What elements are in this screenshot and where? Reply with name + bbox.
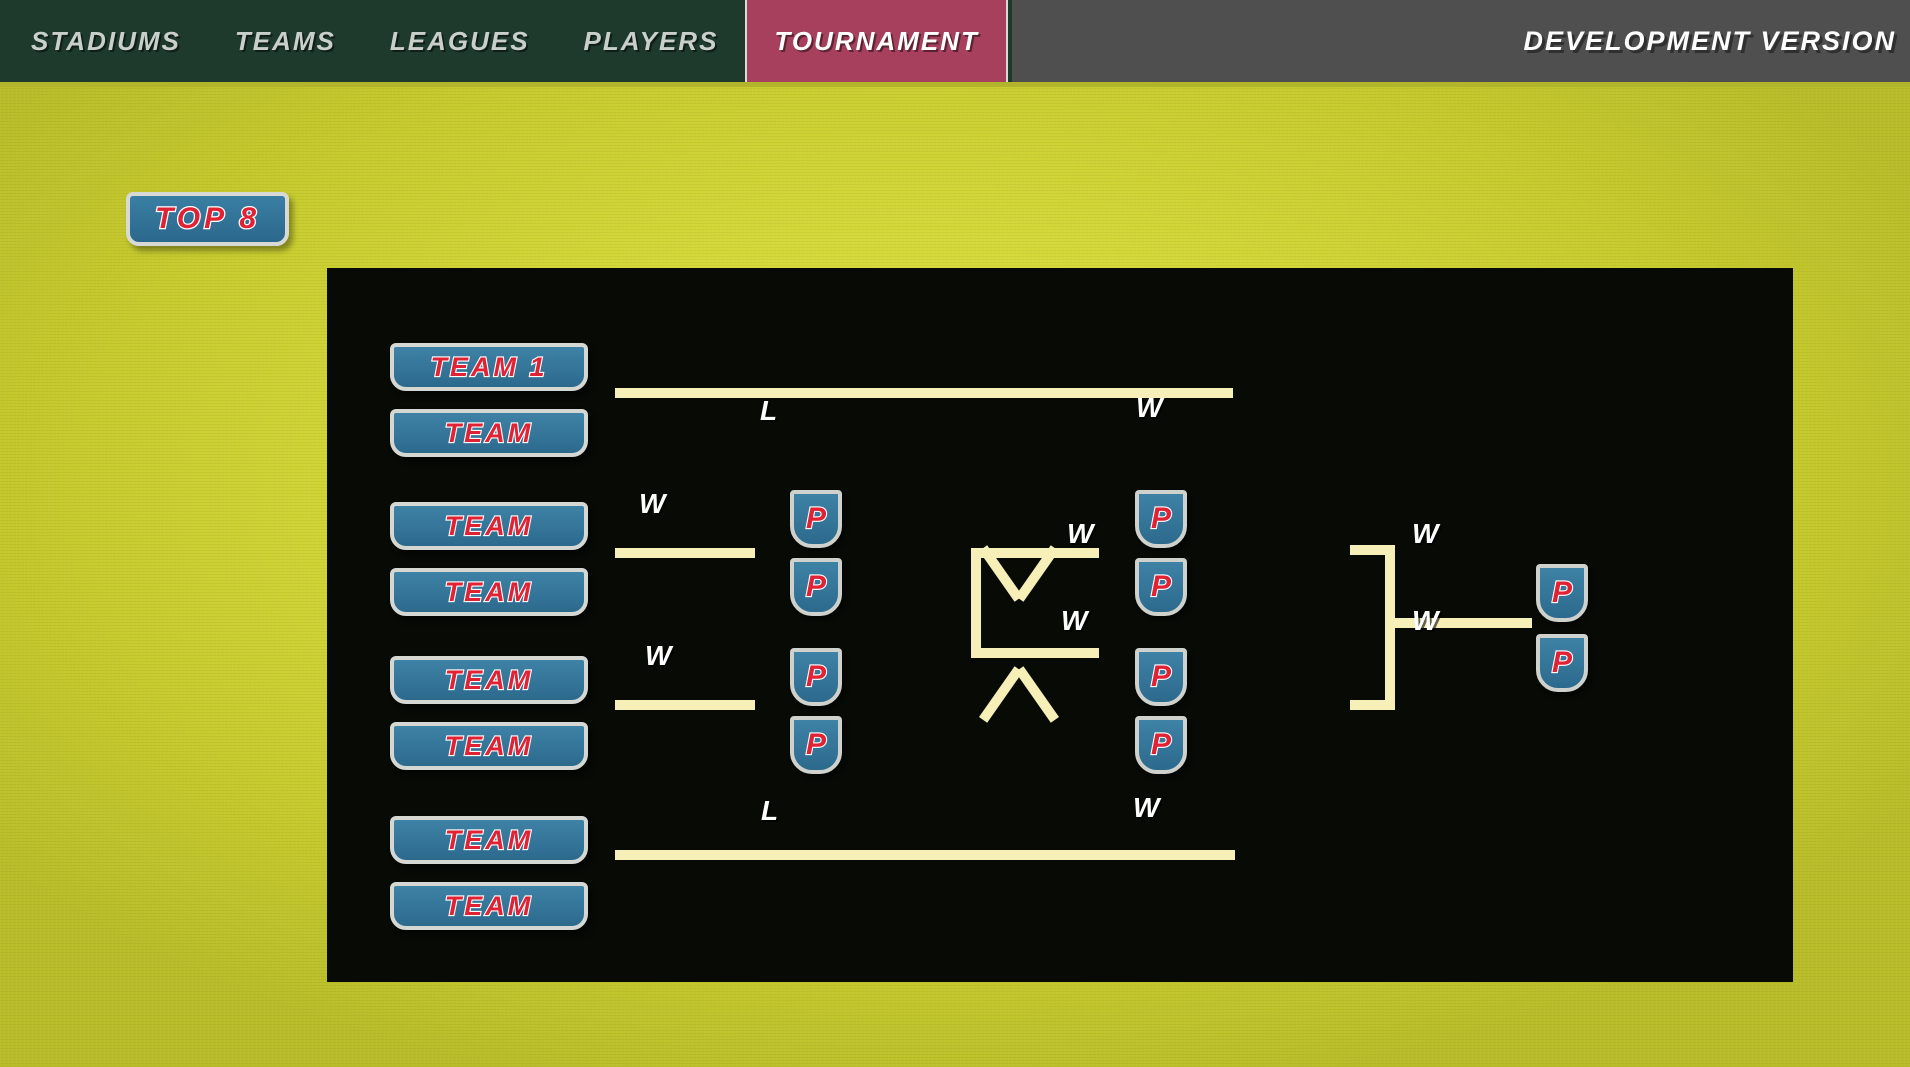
pending-icon-10[interactable]: P bbox=[1536, 634, 1588, 692]
team-label: TEAM bbox=[444, 509, 534, 541]
nav-item-players[interactable]: PLAYERS bbox=[583, 25, 719, 56]
pending-label: P bbox=[805, 727, 827, 762]
connector-final-stem bbox=[1395, 618, 1532, 628]
connector-final-bottom-arm bbox=[1350, 700, 1395, 710]
team-button-3[interactable]: TEAM bbox=[390, 502, 588, 550]
header-underline bbox=[0, 82, 1910, 87]
team-label: TEAM bbox=[444, 575, 534, 607]
connector-cross-lower-bottom bbox=[971, 648, 1099, 658]
pending-label: P bbox=[805, 501, 827, 536]
marker-cross-lower: W bbox=[1061, 605, 1088, 636]
team-button-1[interactable]: TEAM 1 bbox=[390, 343, 588, 391]
top8-badge-label: TOP 8 bbox=[154, 201, 261, 237]
pending-icon-2[interactable]: P bbox=[790, 558, 842, 616]
connector-r1-lower bbox=[615, 700, 755, 710]
pending-icon-7[interactable]: P bbox=[1135, 648, 1187, 706]
team-label: TEAM bbox=[444, 729, 534, 761]
connector-cross-diagonal-d bbox=[1015, 666, 1059, 723]
team-button-2[interactable]: TEAM bbox=[390, 409, 588, 457]
marker-top-loser: L bbox=[760, 395, 778, 426]
pending-label: P bbox=[1150, 501, 1172, 536]
pending-label: P bbox=[1551, 645, 1573, 680]
marker-r1-upper: W bbox=[639, 488, 666, 519]
connector-cross-upper-left-stem bbox=[971, 548, 981, 603]
pending-label: P bbox=[1150, 727, 1172, 762]
team-label: TEAM bbox=[444, 663, 534, 695]
team-button-6[interactable]: TEAM bbox=[390, 722, 588, 770]
app-header: STADIUMS TEAMS LEAGUES PLAYERS TOURNAMEN… bbox=[0, 0, 1910, 82]
team-button-4[interactable]: TEAM bbox=[390, 568, 588, 616]
team-button-8[interactable]: TEAM bbox=[390, 882, 588, 930]
pending-icon-1[interactable]: P bbox=[790, 490, 842, 548]
main-navigation: STADIUMS TEAMS LEAGUES PLAYERS TOURNAMEN… bbox=[0, 0, 1012, 82]
nav-item-stadiums[interactable]: STADIUMS bbox=[31, 25, 181, 56]
connector-final-top-arm bbox=[1350, 545, 1395, 555]
marker-r1-lower: W bbox=[645, 640, 672, 671]
pending-icon-5[interactable]: P bbox=[1135, 490, 1187, 548]
nav-item-tournament[interactable]: TOURNAMENT bbox=[745, 0, 1008, 82]
marker-bottom-loser: L bbox=[761, 795, 779, 826]
marker-final-lower: W bbox=[1412, 605, 1439, 636]
team-label: TEAM bbox=[444, 416, 534, 448]
pending-icon-3[interactable]: P bbox=[790, 648, 842, 706]
pending-icon-8[interactable]: P bbox=[1135, 716, 1187, 774]
connector-r1-upper bbox=[615, 548, 755, 558]
team-button-7[interactable]: TEAM bbox=[390, 816, 588, 864]
team-label: TEAM bbox=[444, 823, 534, 855]
team-label: TEAM bbox=[444, 889, 534, 921]
top8-badge[interactable]: TOP 8 bbox=[126, 192, 289, 246]
connector-top-horizontal bbox=[615, 388, 1233, 398]
connector-cross-lower-left-stem bbox=[971, 603, 981, 658]
pending-label: P bbox=[805, 569, 827, 604]
pending-label: P bbox=[1551, 575, 1573, 610]
pending-label: P bbox=[805, 659, 827, 694]
nav-item-teams[interactable]: TEAMS bbox=[234, 25, 336, 56]
marker-cross-upper: W bbox=[1067, 518, 1094, 549]
connector-cross-upper-top bbox=[971, 548, 1099, 558]
nav-item-leagues[interactable]: LEAGUES bbox=[389, 25, 530, 56]
pending-label: P bbox=[1150, 659, 1172, 694]
marker-final-upper: W bbox=[1412, 518, 1439, 549]
pending-label: P bbox=[1150, 569, 1172, 604]
marker-top-winner: W bbox=[1136, 392, 1163, 423]
connector-final-vertical bbox=[1385, 545, 1395, 710]
pending-icon-4[interactable]: P bbox=[790, 716, 842, 774]
development-version-label: DEVELOPMENT VERSION bbox=[1523, 25, 1896, 56]
pending-icon-9[interactable]: P bbox=[1536, 564, 1588, 622]
team-label: TEAM 1 bbox=[429, 350, 548, 382]
pending-icon-6[interactable]: P bbox=[1135, 558, 1187, 616]
tournament-bracket-panel: TEAM 1 TEAM TEAM TEAM TEAM TEAM TEAM TEA… bbox=[327, 268, 1793, 982]
connector-bottom-horizontal bbox=[615, 850, 1235, 860]
marker-bottom-winner: W bbox=[1133, 792, 1160, 823]
team-button-5[interactable]: TEAM bbox=[390, 656, 588, 704]
